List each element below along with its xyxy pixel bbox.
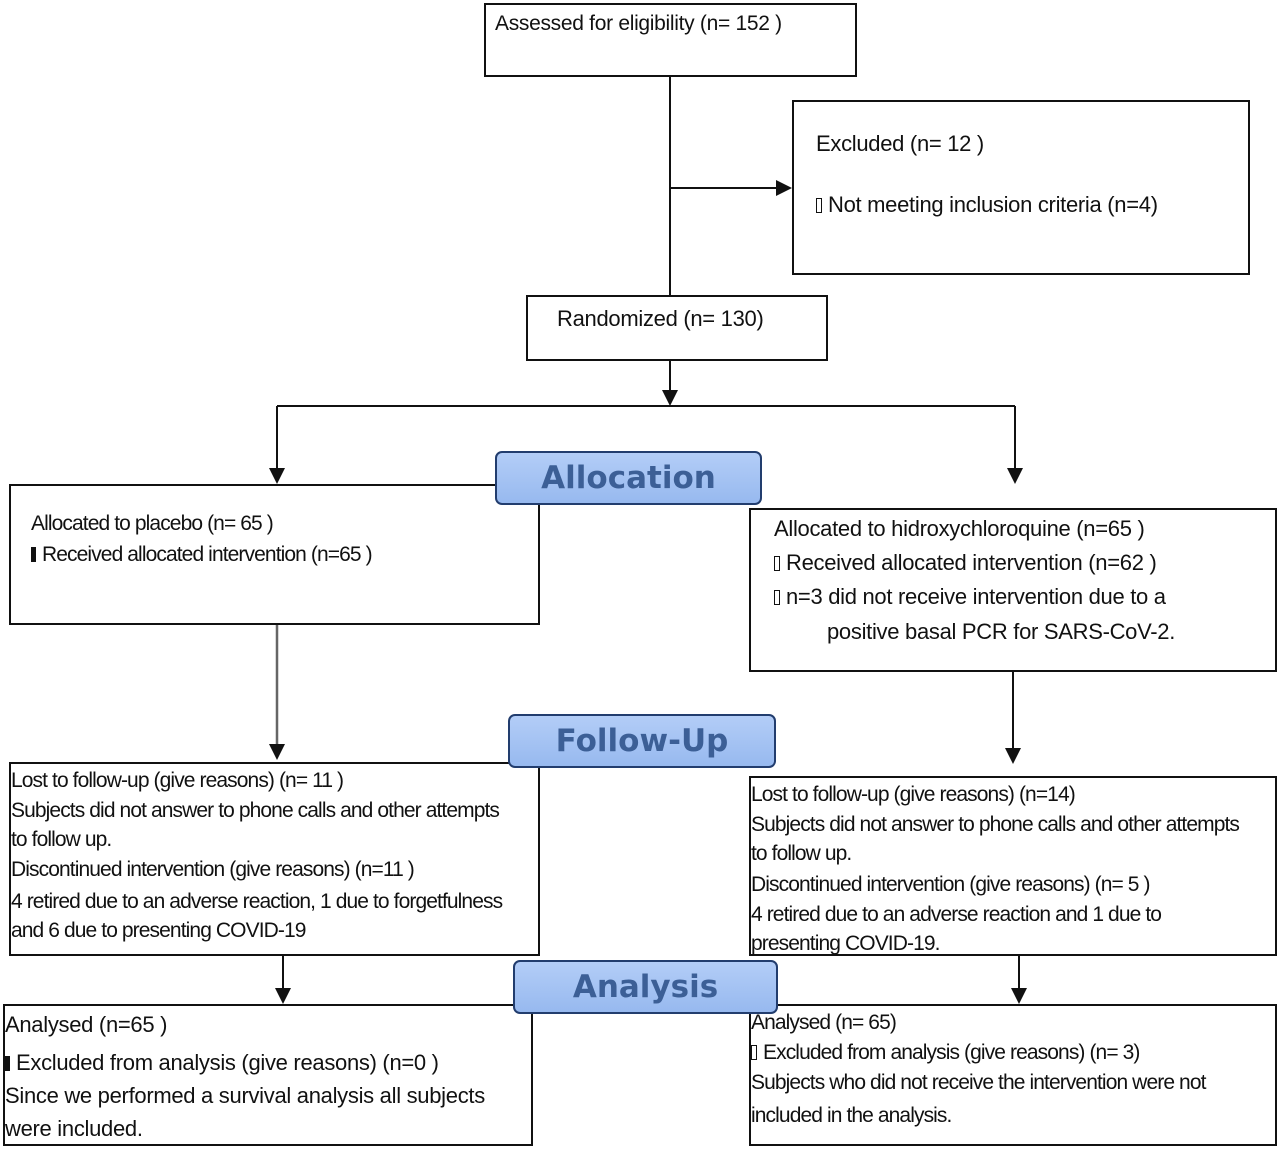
hcq-excluded: Excluded from analysis (give reasons) (n… [751,1042,1140,1063]
hcq-lost-reason: Subjects did not answer to phone calls a… [751,813,1240,836]
bullet-icon [31,547,36,562]
randomized-text: Randomized (n= 130) [557,306,764,331]
hcq-pcr-reason: positive basal PCR for SARS-CoV-2. [827,619,1176,644]
placebo-excluded-text: Excluded from analysis (give reasons) (n… [16,1050,439,1075]
hcq-analysis-box: Analysed (n= 65) Excluded from analysis … [749,1004,1277,1146]
followup-phase-label: Follow-Up [508,714,776,768]
arrowhead [1007,468,1023,484]
placebo-lost: Lost to follow-up (give reasons) (n= 11 … [11,769,344,792]
excluded-reason: Not meeting inclusion criteria (n=4) [816,194,1158,216]
hcq-followup-box: Lost to follow-up (give reasons) (n=14) … [749,776,1277,956]
hcq-discontinued: Discontinued intervention (give reasons)… [751,873,1151,896]
placebo-discontinued-reason: 4 retired due to an adverse reaction, 1 … [11,890,503,913]
hcq-analysis-note-cont: included in the analysis. [751,1104,952,1127]
placebo-analysis-note-cont: were included. [5,1116,143,1141]
placebo-discontinued-reason-cont: and 6 due to presenting COVID-19 [11,919,306,942]
placebo-allocation-box: Allocated to placebo (n= 65 ) Received a… [9,484,540,625]
arrowhead [269,468,285,484]
placebo-followup-box: Lost to follow-up (give reasons) (n= 11 … [9,762,540,956]
hcq-received-text: Received allocated intervention (n=62 ) [786,550,1157,575]
arrowhead [1005,748,1021,764]
bullet-icon [5,1056,10,1071]
hcq-received: Received allocated intervention (n=62 ) [774,550,1157,575]
allocation-phase-label: Allocation [495,451,762,505]
excluded-box: Excluded (n= 12 ) Not meeting inclusion … [792,100,1250,275]
assessed-box: Assessed for eligibility (n= 152 ) [484,3,857,77]
arrowhead [776,180,792,196]
arrowhead [1011,988,1027,1004]
bullet-icon [774,556,780,571]
hcq-lost-reason-cont: to follow up. [751,842,852,865]
hcq-not-received: n=3 did not receive intervention due to … [774,586,1166,608]
hcq-discontinued-reason-cont: presenting COVID-19. [751,932,941,955]
excluded-reason-text: Not meeting inclusion criteria (n=4) [828,192,1158,217]
randomized-box: Randomized (n= 130) [526,295,828,361]
assessed-text: Assessed for eligibility (n= 152 ) [495,12,782,35]
arrowhead [275,988,291,1004]
hcq-excluded-text: Excluded from analysis (give reasons) (n… [763,1041,1140,1064]
hcq-analysed: Analysed (n= 65) [751,1011,897,1034]
bullet-icon [774,590,780,605]
placebo-allocated: Allocated to placebo (n= 65 ) [31,512,274,535]
placebo-received-text: Received allocated intervention (n=65 ) [42,543,373,566]
hcq-allocated: Allocated to hidroxychloroquine (n=65 ) [774,516,1145,541]
placebo-lost-reason: Subjects did not answer to phone calls a… [11,799,500,822]
arrowhead [269,744,285,760]
placebo-discontinued: Discontinued intervention (give reasons)… [11,858,415,881]
hcq-not-received-text: n=3 did not receive intervention due to … [786,584,1166,609]
bullet-icon [816,198,822,213]
placebo-excluded: Excluded from analysis (give reasons) (n… [5,1052,439,1074]
placebo-analysis-note: Since we performed a survival analysis a… [5,1083,485,1108]
hcq-analysis-note: Subjects who did not receive the interve… [751,1071,1206,1094]
placebo-analysed: Analysed (n=65 ) [5,1012,168,1037]
arrowhead [662,390,678,406]
placebo-lost-reason-cont: to follow up. [11,828,112,851]
hcq-lost: Lost to follow-up (give reasons) (n=14) [751,783,1076,806]
analysis-phase-label: Analysis [513,960,778,1014]
placebo-analysis-box: Analysed (n=65 ) Excluded from analysis … [3,1004,533,1146]
hcq-allocation-box: Allocated to hidroxychloroquine (n=65 ) … [749,508,1277,672]
bullet-icon [751,1045,757,1060]
excluded-title: Excluded (n= 12 ) [816,131,984,156]
placebo-received: Received allocated intervention (n=65 ) [31,543,373,566]
hcq-discontinued-reason: 4 retired due to an adverse reaction and… [751,903,1162,926]
